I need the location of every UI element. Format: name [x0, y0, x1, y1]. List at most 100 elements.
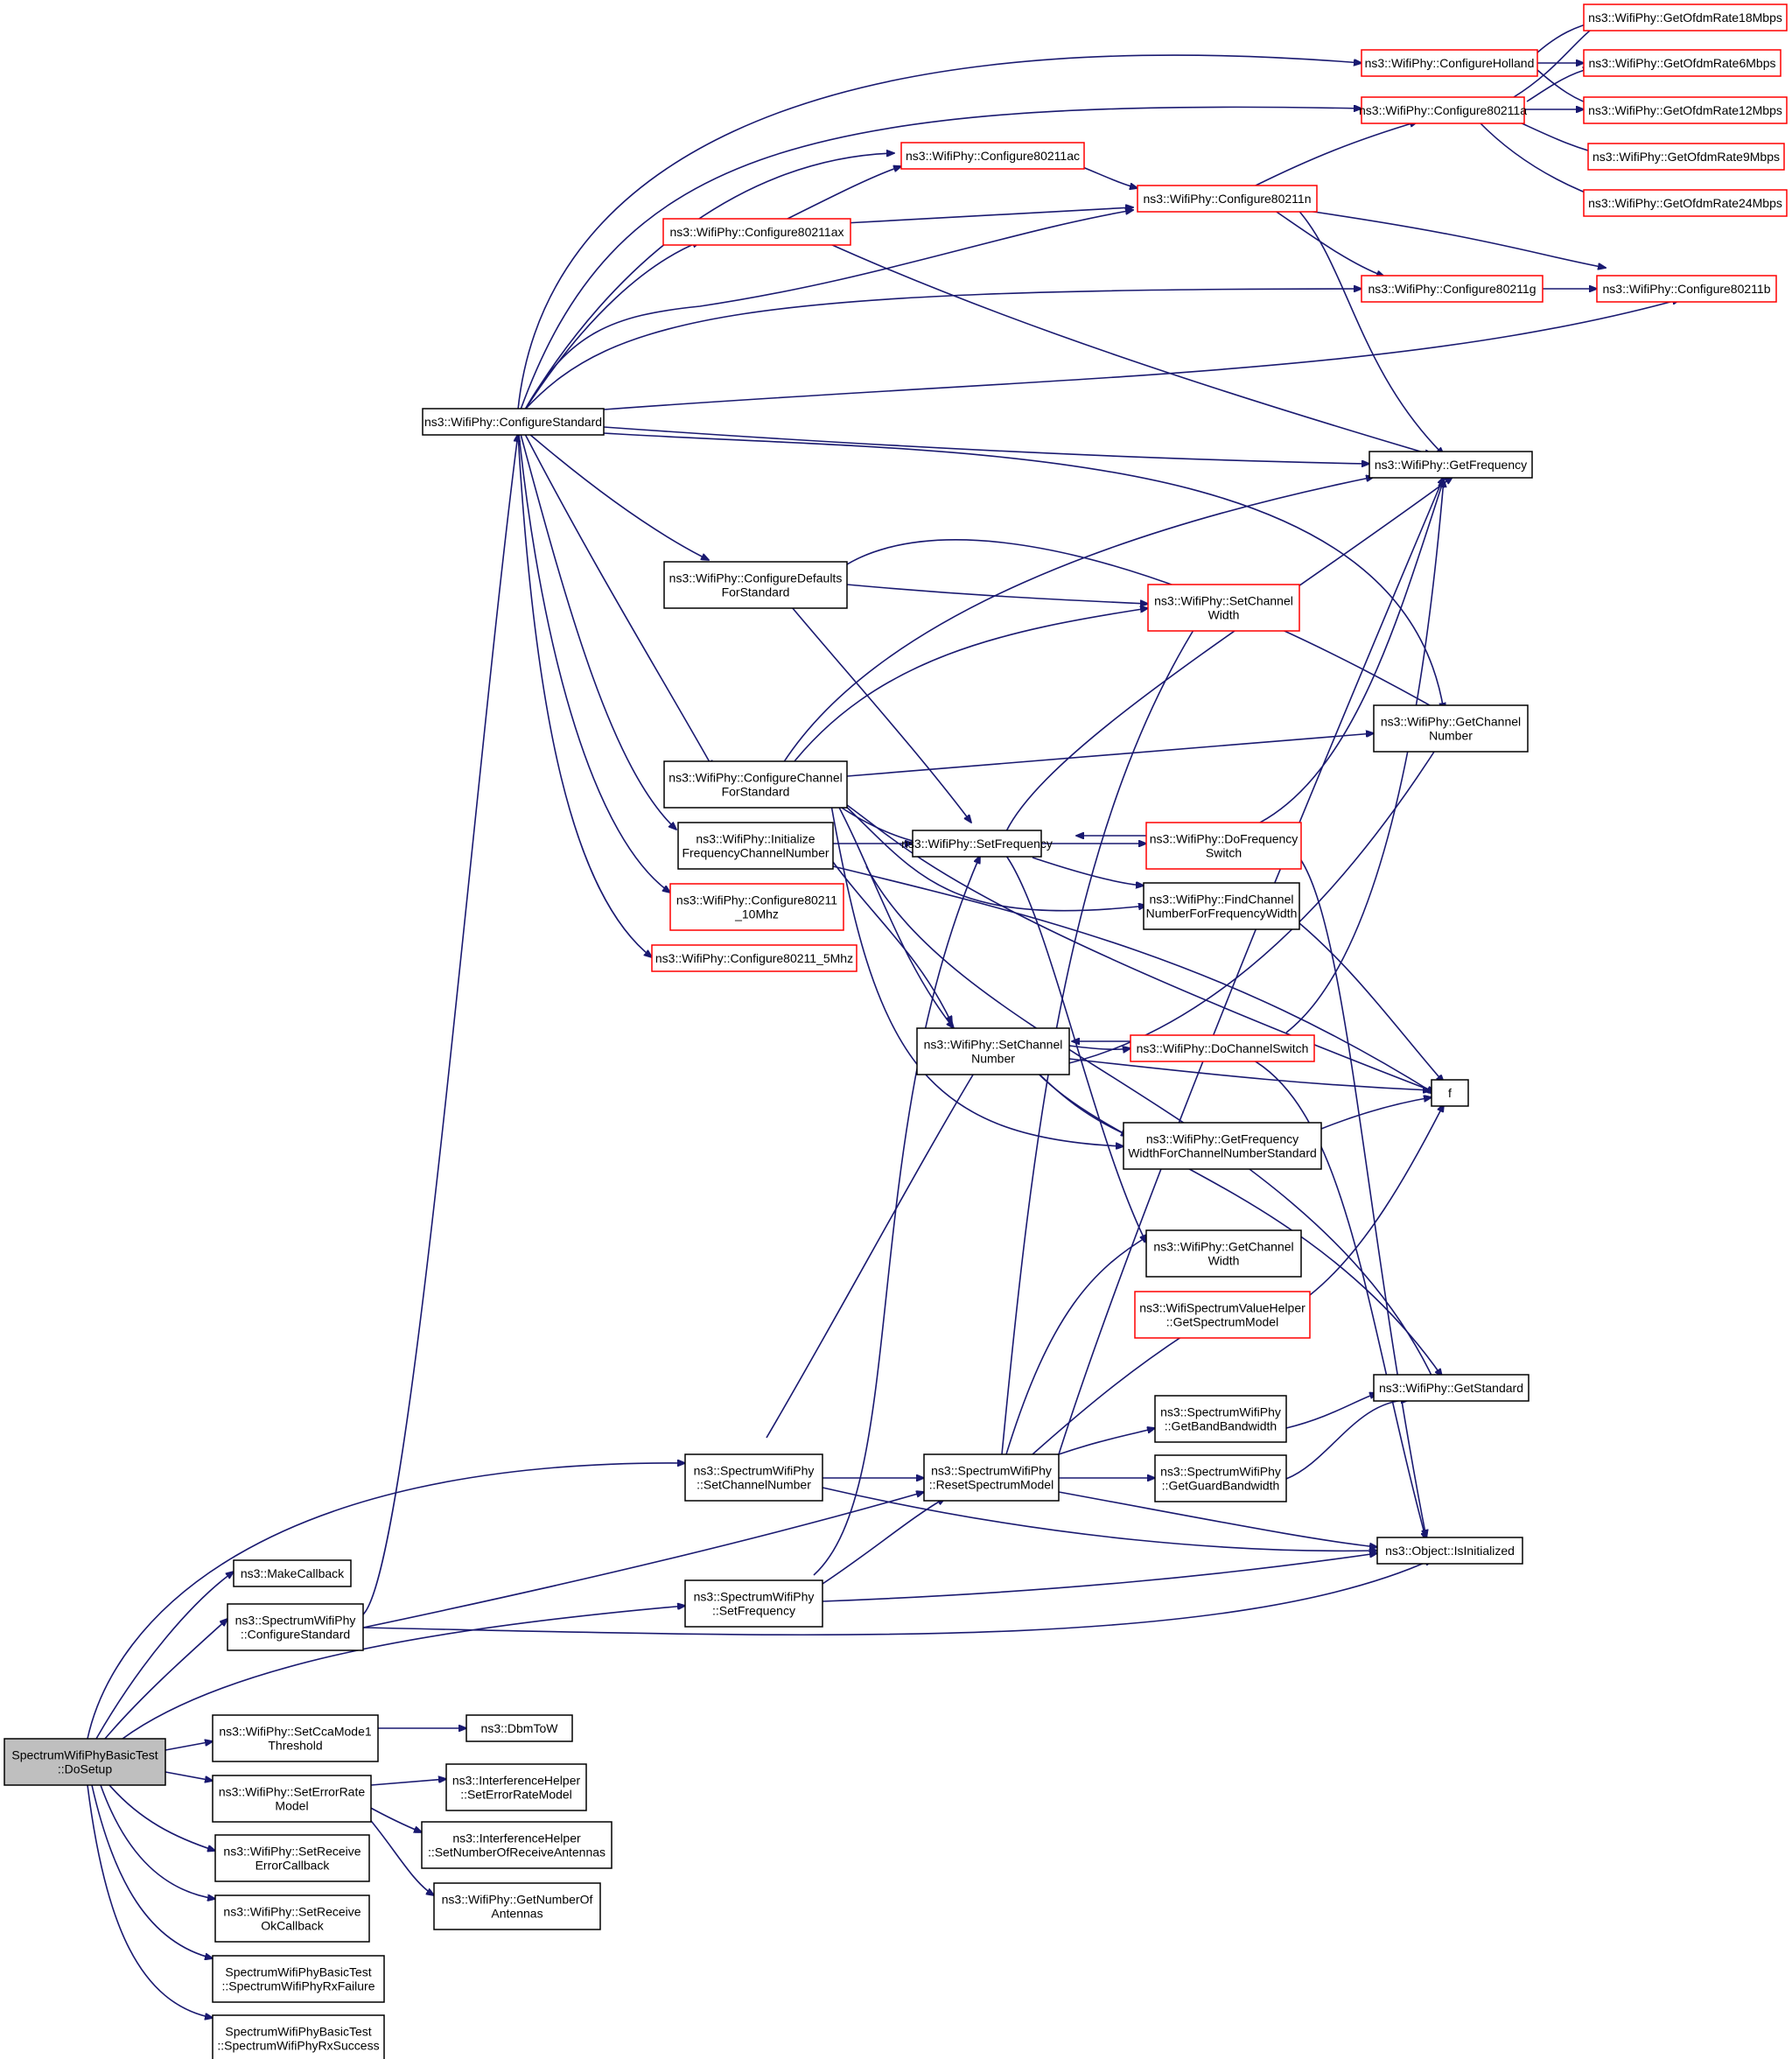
node-label: ns3::WifiPhy::SetFrequency: [901, 837, 1053, 851]
node-cac[interactable]: ns3::WifiPhy::Configure80211ac: [900, 142, 1085, 170]
node-label: Width: [1208, 608, 1240, 622]
node-seterr[interactable]: ns3::WifiPhy::SetErrorRateModel: [212, 1775, 372, 1823]
node-getguard[interactable]: ns3::SpectrumWifiPhy::GetGuardBandwidth: [1154, 1454, 1287, 1502]
node-box: [1376, 1537, 1523, 1565]
node-ih-seterr[interactable]: ns3::InterferenceHelper::SetErrorRateMod…: [445, 1763, 587, 1811]
node-initfreq[interactable]: ns3::WifiPhy::InitializeFrequencyChannel…: [677, 822, 834, 870]
node-cholland[interactable]: ns3::WifiPhy::ConfigureHolland: [1361, 49, 1538, 77]
node-label: ::SetNumberOfReceiveAntennas: [428, 1845, 606, 1859]
node-box: [912, 830, 1042, 858]
node-box: [1361, 96, 1525, 124]
node-configdefaults[interactable]: ns3::WifiPhy::ConfigureDefaultsForStanda…: [663, 561, 848, 609]
node-label: Number: [971, 1052, 1015, 1066]
node-label: ns3::WifiPhy::DoChannelSwitch: [1137, 1041, 1309, 1055]
node-label: ::SetFrequency: [712, 1604, 795, 1618]
node-cg[interactable]: ns3::WifiPhy::Configure80211g: [1361, 275, 1544, 303]
node-cb[interactable]: ns3::WifiPhy::Configure80211b: [1596, 275, 1777, 303]
node-cax[interactable]: ns3::WifiPhy::Configure80211ax: [662, 218, 851, 246]
node-getfreqwidth[interactable]: ns3::WifiPhy::GetFrequencyWidthForChanne…: [1123, 1122, 1322, 1170]
node-box: [651, 944, 858, 972]
node-box: [1361, 49, 1538, 77]
node-label: ns3::WifiPhy::GetFrequency: [1375, 458, 1527, 472]
node-dochswitch[interactable]: ns3::WifiPhy::DoChannelSwitch: [1130, 1034, 1315, 1062]
node-configstd[interactable]: ns3::WifiPhy::ConfigureStandard: [422, 408, 605, 436]
node-spw-setchnum[interactable]: ns3::SpectrumWifiPhy::SetChannelNumber: [684, 1453, 823, 1502]
node-box: [1130, 1034, 1315, 1062]
node-label: ns3::WifiPhy::Configure80211_5Mhz: [655, 951, 853, 965]
node-box: [1154, 1454, 1287, 1502]
node-spw-setfreq[interactable]: ns3::SpectrumWifiPhy::SetFrequency: [684, 1579, 823, 1628]
node-makecallback[interactable]: ns3::MakeCallback: [233, 1559, 352, 1587]
node-r9[interactable]: ns3::WifiPhy::GetOfdmRate9Mbps: [1587, 143, 1785, 171]
node-label: ns3::WifiPhy::GetStandard: [1379, 1381, 1523, 1395]
node-dbmtow[interactable]: ns3::DbmToW: [466, 1714, 573, 1742]
node-label: ::GetSpectrumModel: [1166, 1315, 1278, 1329]
node-box: [422, 408, 605, 436]
node-spw-resetsm[interactable]: ns3::SpectrumWifiPhy::ResetSpectrumModel: [923, 1453, 1060, 1502]
node-label: FrequencyChannelNumber: [682, 846, 829, 860]
node-r12[interactable]: ns3::WifiPhy::GetOfdmRate12Mbps: [1583, 96, 1788, 124]
node-getfreq[interactable]: ns3::WifiPhy::GetFrequency: [1368, 451, 1533, 479]
node-r6[interactable]: ns3::WifiPhy::GetOfdmRate6Mbps: [1583, 49, 1782, 77]
node-label: Model: [275, 1799, 308, 1813]
node-c5mhz[interactable]: ns3::WifiPhy::Configure80211_5Mhz: [651, 944, 858, 972]
node-label: ::GetGuardBandwidth: [1162, 1479, 1280, 1493]
node-setfreq[interactable]: ns3::WifiPhy::SetFrequency: [901, 830, 1053, 858]
node-r18[interactable]: ns3::WifiPhy::GetOfdmRate18Mbps: [1583, 4, 1788, 32]
node-box: [684, 1453, 823, 1502]
node-label: ns3::MakeCallback: [241, 1566, 345, 1580]
node-label: ns3::WifiPhy::ConfigureChannel: [668, 771, 842, 785]
node-label: ns3::InterferenceHelper: [452, 1831, 581, 1845]
node-getstandard[interactable]: ns3::WifiPhy::GetStandard: [1373, 1374, 1530, 1402]
node-c10mhz[interactable]: ns3::WifiPhy::Configure80211_10Mhz: [669, 883, 844, 931]
node-label: ::ResetSpectrumModel: [929, 1478, 1054, 1492]
node-configchannel[interactable]: ns3::WifiPhy::ConfigureChannelForStandar…: [663, 760, 848, 809]
node-rxsuccess[interactable]: SpectrumWifiPhyBasicTest::SpectrumWifiPh…: [212, 2014, 385, 2059]
node-ca[interactable]: ns3::WifiPhy::Configure80211a: [1359, 96, 1527, 124]
node-wsvh[interactable]: ns3::WifiSpectrumValueHelper::GetSpectru…: [1134, 1291, 1311, 1339]
node-box: [227, 1603, 364, 1651]
node-getband[interactable]: ns3::SpectrumWifiPhy::GetBandBandwidth: [1154, 1395, 1287, 1443]
node-box: [4, 1738, 166, 1786]
node-box: [662, 218, 851, 246]
node-label: ns3::DbmToW: [481, 1721, 559, 1735]
node-label: ns3::WifiPhy::GetOfdmRate6Mbps: [1589, 56, 1776, 70]
node-label: f: [1448, 1086, 1452, 1100]
node-f[interactable]: f: [1431, 1079, 1469, 1107]
node-rxfailure[interactable]: SpectrumWifiPhyBasicTest::SpectrumWifiPh…: [212, 1955, 385, 2003]
node-findch[interactable]: ns3::WifiPhy::FindChannelNumberForFreque…: [1143, 882, 1300, 930]
node-box: [1583, 49, 1782, 77]
node-label: ns3::WifiPhy::Configure80211ax: [670, 225, 844, 239]
node-ih-setnum[interactable]: ns3::InterferenceHelper::SetNumberOfRece…: [421, 1821, 612, 1869]
node-label: ::SpectrumWifiPhyRxFailure: [221, 1979, 374, 1993]
node-box: [212, 2014, 385, 2059]
node-setchnum[interactable]: ns3::WifiPhy::SetChannelNumber: [916, 1027, 1070, 1075]
node-box: [684, 1579, 823, 1628]
node-label: ::SetChannelNumber: [696, 1478, 811, 1492]
node-box: [1154, 1395, 1287, 1443]
node-cn[interactable]: ns3::WifiPhy::Configure80211n: [1137, 185, 1318, 213]
node-label: ns3::WifiPhy::DoFrequency: [1150, 832, 1298, 846]
node-box: [1137, 185, 1318, 213]
node-label: ns3::WifiPhy::Configure80211g: [1368, 282, 1536, 296]
node-label: ::SetErrorRateModel: [460, 1788, 572, 1802]
node-spw-configstd[interactable]: ns3::SpectrumWifiPhy::ConfigureStandard: [227, 1603, 364, 1651]
node-label: ns3::SpectrumWifiPhy: [694, 1590, 815, 1604]
node-label: ns3::WifiPhy::SetCcaMode1: [219, 1725, 372, 1739]
node-box: [233, 1559, 352, 1587]
node-r24[interactable]: ns3::WifiPhy::GetOfdmRate24Mbps: [1583, 189, 1788, 217]
node-box: [1147, 584, 1300, 632]
node-box: [212, 1714, 379, 1762]
node-dosetup[interactable]: SpectrumWifiPhyBasicTest::DoSetup: [4, 1738, 166, 1786]
node-isinit[interactable]: ns3::Object::IsInitialized: [1376, 1537, 1523, 1565]
node-label: ns3::WifiPhy::Configure80211: [676, 893, 837, 907]
